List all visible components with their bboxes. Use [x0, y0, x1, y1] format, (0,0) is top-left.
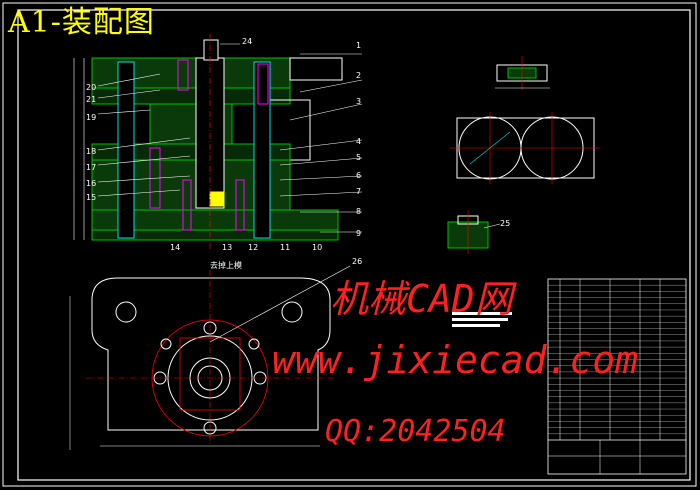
drawing-title: A1-装配图: [8, 5, 155, 40]
bill-of-materials[interactable]: [547, 278, 687, 475]
callout-4: 4: [356, 137, 361, 146]
callout-19: 19: [86, 113, 96, 122]
callout-26: 26: [352, 257, 362, 266]
callouts-left: 20 21 19 18 17 16 15: [86, 73, 191, 202]
callout-14: 14: [170, 243, 180, 252]
plan-view-label: 去掉上模: [210, 260, 242, 270]
technical-notes: [452, 312, 512, 327]
drawing-inner-frame: [17, 9, 691, 481]
watermark-site-name: 机械CAD网: [330, 277, 513, 321]
callout-5: 5: [356, 153, 361, 162]
callout-17: 17: [86, 163, 96, 172]
detail-part-25[interactable]: 25: [447, 210, 510, 254]
callout-7: 7: [356, 187, 361, 196]
callout-9: 9: [356, 229, 361, 238]
callout-2: 2: [356, 71, 361, 80]
detail-top-small[interactable]: [495, 56, 550, 90]
callout-12: 12: [248, 243, 258, 252]
callouts-bottom: 14 13 12 11 10 24: [170, 37, 322, 252]
callout-16: 16: [86, 179, 96, 188]
callout-15: 15: [86, 193, 96, 202]
watermark-qq: QQ:2042504: [325, 414, 506, 449]
callout-24: 24: [242, 37, 252, 46]
callout-20: 20: [86, 83, 96, 92]
callout-11: 11: [280, 243, 290, 252]
watermark-url: www.jixiecad.com: [272, 338, 639, 382]
callout-3: 3: [356, 97, 361, 106]
callout-25: 25: [500, 219, 510, 228]
callout-21: 21: [86, 95, 96, 104]
callout-6: 6: [356, 171, 361, 180]
callouts-right: 1 2 3 4 5 6 7 8 9: [279, 41, 363, 238]
callout-8: 8: [356, 207, 361, 216]
blank-layout-view[interactable]: [450, 112, 600, 184]
callout-10: 10: [312, 243, 322, 252]
callout-18: 18: [86, 147, 96, 156]
callout-1: 1: [356, 41, 361, 50]
plan-view[interactable]: 去掉上模 26: [69, 257, 362, 450]
front-section-view[interactable]: [73, 34, 343, 250]
callout-13: 13: [222, 243, 232, 252]
